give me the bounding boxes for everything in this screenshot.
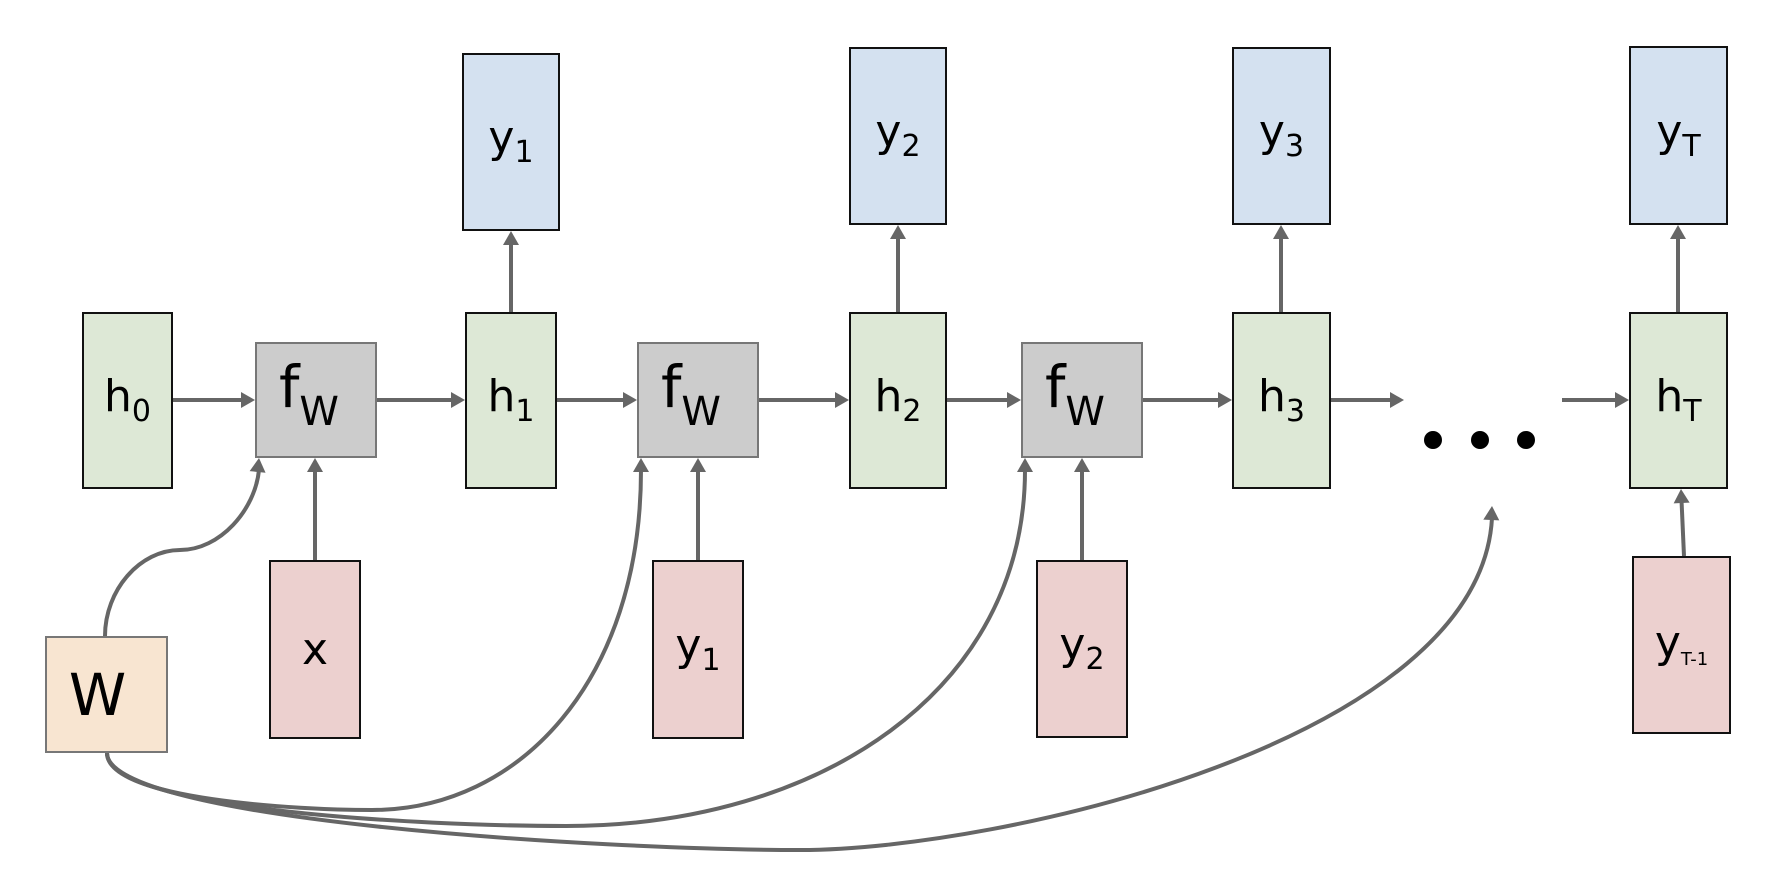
ellipsis-dot: [1471, 431, 1489, 449]
edge-h0-fw1-arrowhead: [241, 392, 255, 408]
node-fw3: fW: [1021, 342, 1143, 458]
edge-yT1-hT: [1679, 500, 1686, 557]
node-label: y1: [488, 112, 534, 170]
node-label: yT: [1656, 105, 1701, 164]
node-label: fW: [279, 353, 339, 435]
edge-h3-ellipsis-arrowhead: [1390, 392, 1404, 408]
ellipsis-dot: [1517, 431, 1535, 449]
node-label: y1: [675, 619, 721, 678]
edge-fw3-h3-arrowhead: [1218, 392, 1232, 408]
edge-y1-fw2-arrowhead: [690, 458, 706, 472]
node-out-y1: y1: [462, 53, 560, 231]
node-in-yT-1: yT-1: [1632, 556, 1731, 734]
node-label: y3: [1258, 106, 1305, 164]
node-weights-W: W: [45, 636, 168, 753]
edge-x-fw1-arrowhead: [307, 458, 323, 472]
node-label: fW: [1045, 353, 1105, 435]
edge-yT1-hT-arrowhead: [1673, 489, 1690, 504]
node-h2: h2: [849, 312, 947, 489]
edge-W-fw3-arrowhead: [1017, 458, 1033, 472]
edge-hT-yT-arrowhead: [1670, 225, 1686, 239]
edge-fw2-h2-arrowhead: [835, 392, 849, 408]
node-fw1: fW: [255, 342, 377, 458]
node-in-y2: y2: [1036, 560, 1128, 738]
node-label: h3: [1258, 370, 1305, 429]
edge-W-fw3: [105, 469, 1027, 829]
node-out-yT: yT: [1629, 46, 1728, 225]
node-label: hT: [1655, 370, 1702, 429]
node-out-y2: y2: [849, 47, 947, 225]
edge-h1-y1-arrowhead: [503, 231, 519, 245]
node-in-y1: y1: [652, 560, 744, 739]
node-label: fW: [661, 353, 721, 435]
edge-W-fw2: [105, 469, 643, 813]
edge-h2-y2-arrowhead: [890, 225, 906, 239]
node-label: y2: [1059, 619, 1105, 677]
node-out-y3: y3: [1232, 47, 1331, 225]
edge-y2-fw3-arrowhead: [1074, 458, 1090, 472]
node-in-x: x: [269, 560, 361, 739]
edge-W-fw2-arrowhead: [633, 458, 649, 472]
ellipsis-dot: [1424, 431, 1442, 449]
edge-W-ellipsis-arrowhead: [1483, 506, 1500, 521]
edge-h1-fw2-arrowhead: [623, 392, 637, 408]
node-hT: hT: [1629, 312, 1728, 489]
edge-h2-fw3-arrowhead: [1007, 392, 1021, 408]
node-label: W: [68, 660, 127, 729]
edge-W-fw1-arrowhead: [249, 458, 266, 473]
node-h1: h1: [465, 312, 557, 489]
edge-h3-y3-arrowhead: [1273, 225, 1289, 239]
node-h0: h0: [82, 312, 173, 489]
node-label: yT-1: [1654, 617, 1709, 670]
node-h3: h3: [1232, 312, 1331, 489]
node-label: h2: [874, 370, 922, 429]
edge-W-ellipsis: [105, 517, 1494, 853]
edge-ellipsis-hT-arrowhead: [1615, 392, 1629, 408]
node-label: y2: [875, 106, 921, 164]
edge-fw1-h1-arrowhead: [451, 392, 465, 408]
node-label: x: [301, 623, 329, 675]
node-fw2: fW: [637, 342, 759, 458]
node-label: h0: [104, 370, 151, 429]
node-label: h1: [487, 370, 535, 429]
edge-W-fw1: [103, 469, 261, 637]
